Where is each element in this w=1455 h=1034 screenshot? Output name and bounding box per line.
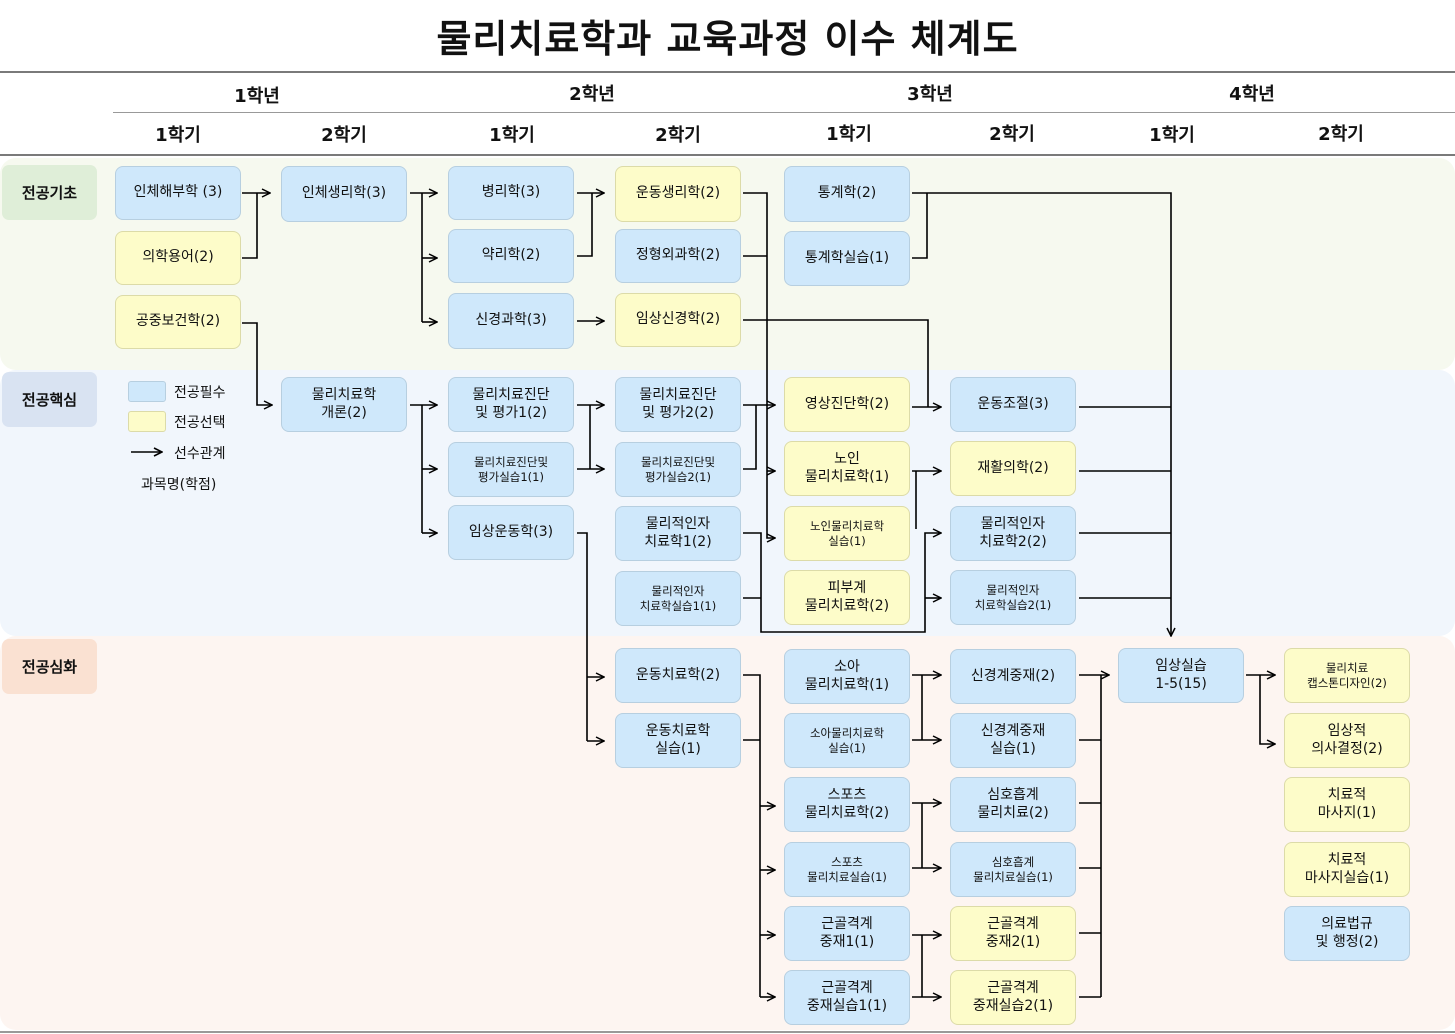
course-cardiopulmonary-pt: 심호흡계 물리치료(2) (950, 777, 1076, 832)
course-motor-control: 운동조절(3) (950, 377, 1076, 432)
course-medical-terminology: 의학용어(2) (115, 231, 241, 285)
category-label-core: 전공핵심 (2, 372, 97, 427)
course-geriatric-pt-lab: 노인물리치료학 실습(1) (784, 506, 910, 561)
year-header-1: 1학년 (234, 86, 280, 107)
course-medical-law-administration: 의료법규 및 행정(2) (1284, 906, 1410, 961)
course-pt-diagnosis-1: 물리치료진단 및 평가1(2) (448, 377, 574, 432)
course-public-health: 공중보건학(2) (115, 295, 241, 349)
semester-header: 2학기 (989, 124, 1035, 145)
semester-header: 1학기 (155, 125, 201, 146)
course-neuroscience: 신경과학(3) (448, 293, 574, 349)
course-orthopedics: 정형외과학(2) (615, 229, 741, 283)
course-musculoskeletal-2: 근골격계 중재2(1) (950, 906, 1076, 961)
course-clinical-kinesiology: 임상운동학(3) (448, 505, 574, 560)
year-header-2: 2학년 (569, 84, 615, 105)
page-title: 물리치료학과 교육과정 이수 체계도 (436, 17, 1019, 61)
course-pharmacology: 약리학(2) (448, 229, 574, 283)
category-label-basic: 전공기초 (2, 165, 97, 220)
course-neurological-intervention-lab: 신경계중재 실습(1) (950, 713, 1076, 768)
course-capstone-design: 물리치료 캡스톤디자인(2) (1284, 648, 1410, 703)
legend-elective-swatch (128, 411, 166, 432)
course-physical-agents-lab-1: 물리적인자 치료학실습1(1) (615, 571, 741, 626)
course-musculoskeletal-lab-2: 근골격계 중재실습2(1) (950, 970, 1076, 1025)
course-diagnostic-imaging: 영상진단학(2) (784, 377, 910, 432)
course-rehabilitation-medicine: 재활의학(2) (950, 441, 1076, 496)
course-therapeutic-massage-lab: 치료적 마사지실습(1) (1284, 842, 1410, 897)
course-musculoskeletal-lab-1: 근골격계 중재실습1(1) (784, 970, 910, 1025)
course-clinical-neurology: 임상신경학(2) (615, 293, 741, 347)
course-intro-physical-therapy: 물리치료학 개론(2) (281, 377, 407, 432)
course-therapeutic-exercise: 운동치료학(2) (615, 648, 741, 703)
course-physical-agents-lab-2: 물리적인자 치료학실습2(1) (950, 570, 1076, 625)
course-cardiopulmonary-pt-lab: 심호흡계 물리치료실습(1) (950, 842, 1076, 897)
course-clinical-practice: 임상실습 1-5(15) (1118, 648, 1244, 703)
course-sports-pt-lab: 스포츠 물리치료실습(1) (784, 842, 910, 897)
legend-course-format: 과목명(학점) (141, 477, 217, 493)
semester-header: 2학기 (321, 125, 367, 146)
bottom-divider (0, 1031, 1455, 1033)
course-clinical-decision-making: 임상적 의사결정(2) (1284, 713, 1410, 768)
course-statistics: 통계학(2) (784, 166, 910, 222)
year-header-4: 4학년 (1229, 84, 1275, 105)
legend-required-label: 전공필수 (174, 385, 226, 401)
course-pathology: 병리학(3) (448, 166, 574, 220)
course-anatomy: 인체해부학 (3) (115, 166, 241, 220)
header-divider (0, 154, 1455, 156)
course-geriatric-pt: 노인 물리치료학(1) (784, 441, 910, 496)
course-integumentary-pt: 피부계 물리치료학(2) (784, 570, 910, 625)
semester-header: 2학기 (1318, 124, 1364, 145)
course-physical-agents-1: 물리적인자 치료학1(2) (615, 506, 741, 561)
year-divider (113, 112, 1455, 113)
legend-required-swatch (128, 381, 166, 402)
course-exercise-physiology: 운동생리학(2) (615, 166, 741, 222)
semester-header: 2학기 (655, 125, 701, 146)
course-therapeutic-exercise-lab: 운동치료학 실습(1) (615, 713, 741, 768)
course-sports-pt: 스포츠 물리치료학(2) (784, 777, 910, 832)
legend-elective-label: 전공선택 (174, 415, 226, 431)
course-pt-diagnosis-lab-1: 물리치료진단및 평가실습1(1) (448, 442, 574, 497)
course-neurological-intervention: 신경계중재(2) (950, 649, 1076, 704)
legend-prerequisite-label: 선수관계 (174, 446, 226, 462)
course-pt-diagnosis-lab-2: 물리치료진단및 평가실습2(1) (615, 442, 741, 497)
semester-header: 1학기 (1149, 125, 1195, 146)
title-divider (0, 71, 1455, 73)
course-physiology: 인체생리학(3) (281, 166, 407, 222)
course-therapeutic-massage: 치료적 마사지(1) (1284, 777, 1410, 832)
course-pediatric-pt: 소아 물리치료학(1) (784, 649, 910, 704)
course-statistics-lab: 통계학실습(1) (784, 231, 910, 286)
course-musculoskeletal-1: 근골격계 중재1(1) (784, 906, 910, 961)
course-physical-agents-2: 물리적인자 치료학2(2) (950, 506, 1076, 561)
semester-header: 1학기 (826, 124, 872, 145)
semester-header: 1학기 (489, 125, 535, 146)
year-header-3: 3학년 (907, 84, 953, 105)
category-label-advanced: 전공심화 (2, 639, 97, 694)
course-pediatric-pt-lab: 소아물리치료학 실습(1) (784, 713, 910, 768)
course-pt-diagnosis-2: 물리치료진단 및 평가2(2) (615, 377, 741, 432)
